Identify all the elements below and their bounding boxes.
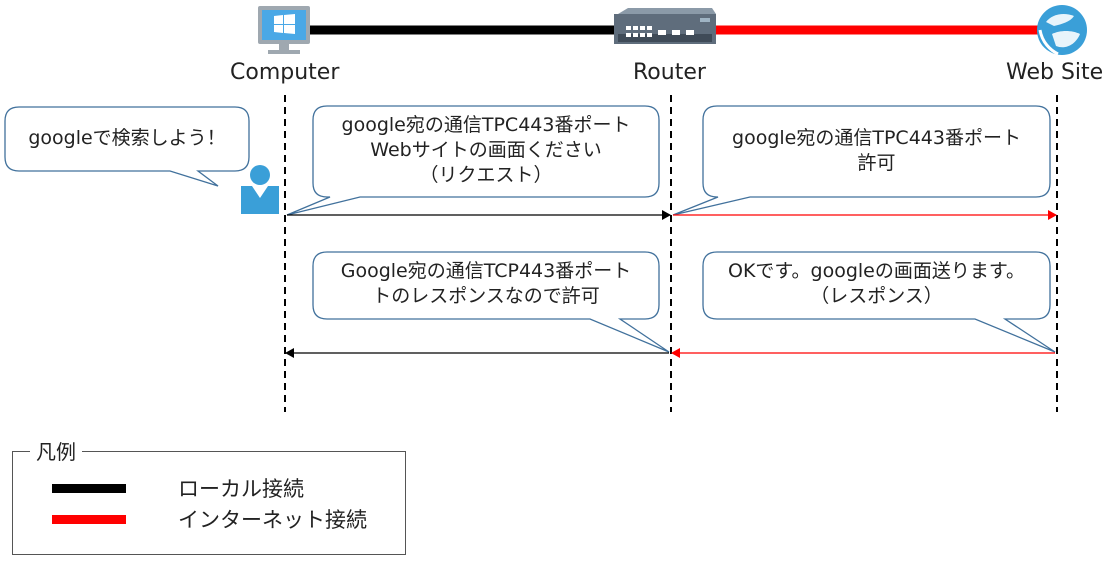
legend-title: 凡例 xyxy=(30,436,82,465)
computer-icon xyxy=(258,6,310,54)
request-local-line-2: Webサイトの画面ください xyxy=(370,139,602,161)
legend-label-local: ローカル接続 xyxy=(178,477,304,501)
response-local-line-1: Google宛の通信TCP443番ポート xyxy=(340,260,632,282)
computer-label: Computer xyxy=(230,60,340,85)
legend-label-internet: インターネット接続 xyxy=(178,508,367,532)
request-local-line-3: （リクエスト） xyxy=(419,164,553,186)
legend-item-internet: インターネット接続 xyxy=(52,506,367,532)
response-internet-line-1: OKです。googleの画面送ります。 xyxy=(728,260,1025,282)
website-globe-icon xyxy=(1037,5,1087,56)
response-local-line-2: トのレスポンスなので許可 xyxy=(372,285,600,307)
legend-swatch-internet xyxy=(52,514,126,524)
response-local-bubble xyxy=(312,251,670,353)
request-local-bubble xyxy=(286,105,660,216)
request-internet-line-1: google宛の通信TPC443番ポート xyxy=(732,127,1021,149)
legend-swatch-local xyxy=(52,483,126,493)
user-thought-text: googleで検索しよう！ xyxy=(5,126,249,151)
router-icon xyxy=(614,8,716,44)
website-label: Web Site xyxy=(1006,60,1104,85)
user-person-icon xyxy=(241,165,279,214)
legend-box xyxy=(12,451,406,555)
request-internet-bubble xyxy=(672,105,1051,216)
response-internet-text: OKです。googleの画面送ります。 （レスポンス） xyxy=(703,259,1050,309)
response-internet-bubble xyxy=(702,251,1056,353)
user-thought-line: googleで検索しよう！ xyxy=(28,127,226,149)
user-thought-bubble xyxy=(4,106,250,187)
request-internet-line-2: 許可 xyxy=(857,152,896,174)
request-local-line-1: google宛の通信TPC443番ポート xyxy=(341,114,631,136)
response-local-text: Google宛の通信TCP443番ポート トのレスポンスなので許可 xyxy=(313,259,659,309)
router-label: Router xyxy=(633,60,706,85)
legend-item-local: ローカル接続 xyxy=(52,475,304,501)
request-internet-text: google宛の通信TPC443番ポート 許可 xyxy=(703,126,1050,176)
response-internet-line-2: （レスポンス） xyxy=(810,285,943,307)
request-local-text: google宛の通信TPC443番ポート Webサイトの画面ください （リクエス… xyxy=(313,113,659,188)
